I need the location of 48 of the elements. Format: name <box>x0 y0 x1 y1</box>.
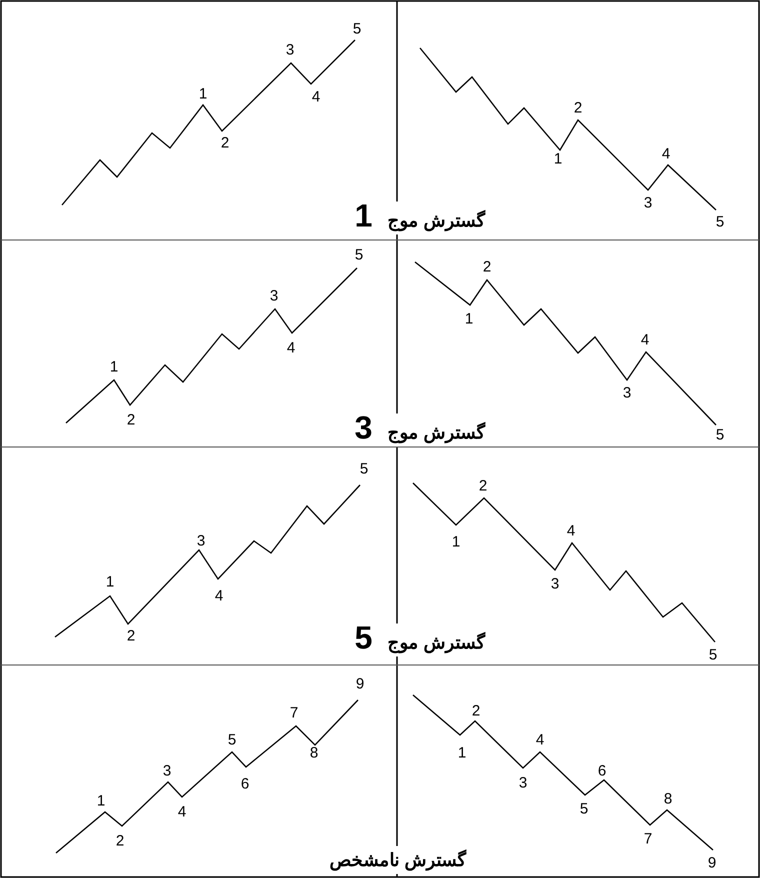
wave-label: 1 <box>464 312 474 326</box>
wave-label: 2 <box>220 136 230 150</box>
wave-label: 5 <box>716 428 724 442</box>
wave-label: 4 <box>566 524 576 538</box>
wave-label: 1 <box>106 574 114 590</box>
wave-label: 7 <box>644 832 652 846</box>
wave-label: 6 <box>598 764 606 778</box>
wave-label: 6 <box>240 776 250 792</box>
wave-label: 1 <box>452 534 460 550</box>
wave-label: 4 <box>286 340 296 356</box>
wave-label: 9 <box>708 856 716 870</box>
wave-label: 4 <box>536 732 544 748</box>
wave-label: 2 <box>482 260 492 274</box>
wave-label: 8 <box>310 746 318 760</box>
wave-label: 5 <box>708 648 718 662</box>
wave-label: 3 <box>196 534 206 548</box>
wave-label: 4 <box>178 804 186 820</box>
wave-label: 3 <box>270 288 278 304</box>
wave-label: 8 <box>664 792 672 806</box>
wave-label: 1 <box>554 152 562 166</box>
wave-label: 1 <box>110 360 118 374</box>
wave-label: 4 <box>662 146 670 162</box>
wave-label: 5 <box>354 248 364 262</box>
wave-label: 2 <box>126 412 136 428</box>
wave-label: 1 <box>458 746 466 760</box>
wave-label: 3 <box>550 576 560 592</box>
wave-label: 5 <box>228 732 236 748</box>
wave-label: 2 <box>126 628 136 644</box>
wave-label: 3 <box>286 42 294 58</box>
wave-label: 1 <box>198 86 208 102</box>
wave-label: 4 <box>640 332 650 348</box>
wave-label: 5 <box>580 802 588 816</box>
wave-label: 5 <box>716 214 724 230</box>
wave-label: 2 <box>478 478 488 494</box>
wave-label: 4 <box>214 588 224 604</box>
wave-label: 5 <box>352 22 362 36</box>
wave-label: 3 <box>162 764 172 778</box>
wave-label: 2 <box>472 704 480 718</box>
wave-label: 1 <box>96 794 106 808</box>
wave-label: 5 <box>360 462 368 476</box>
wave-label: 3 <box>518 776 528 790</box>
wave-label: 2 <box>574 100 582 116</box>
wave-label: 3 <box>644 196 652 210</box>
wave-label: 2 <box>116 834 124 848</box>
wave-label: 4 <box>312 90 320 104</box>
wave-label: 7 <box>290 706 298 720</box>
wave-label: 3 <box>622 386 632 400</box>
wave-label: 9 <box>356 676 364 692</box>
